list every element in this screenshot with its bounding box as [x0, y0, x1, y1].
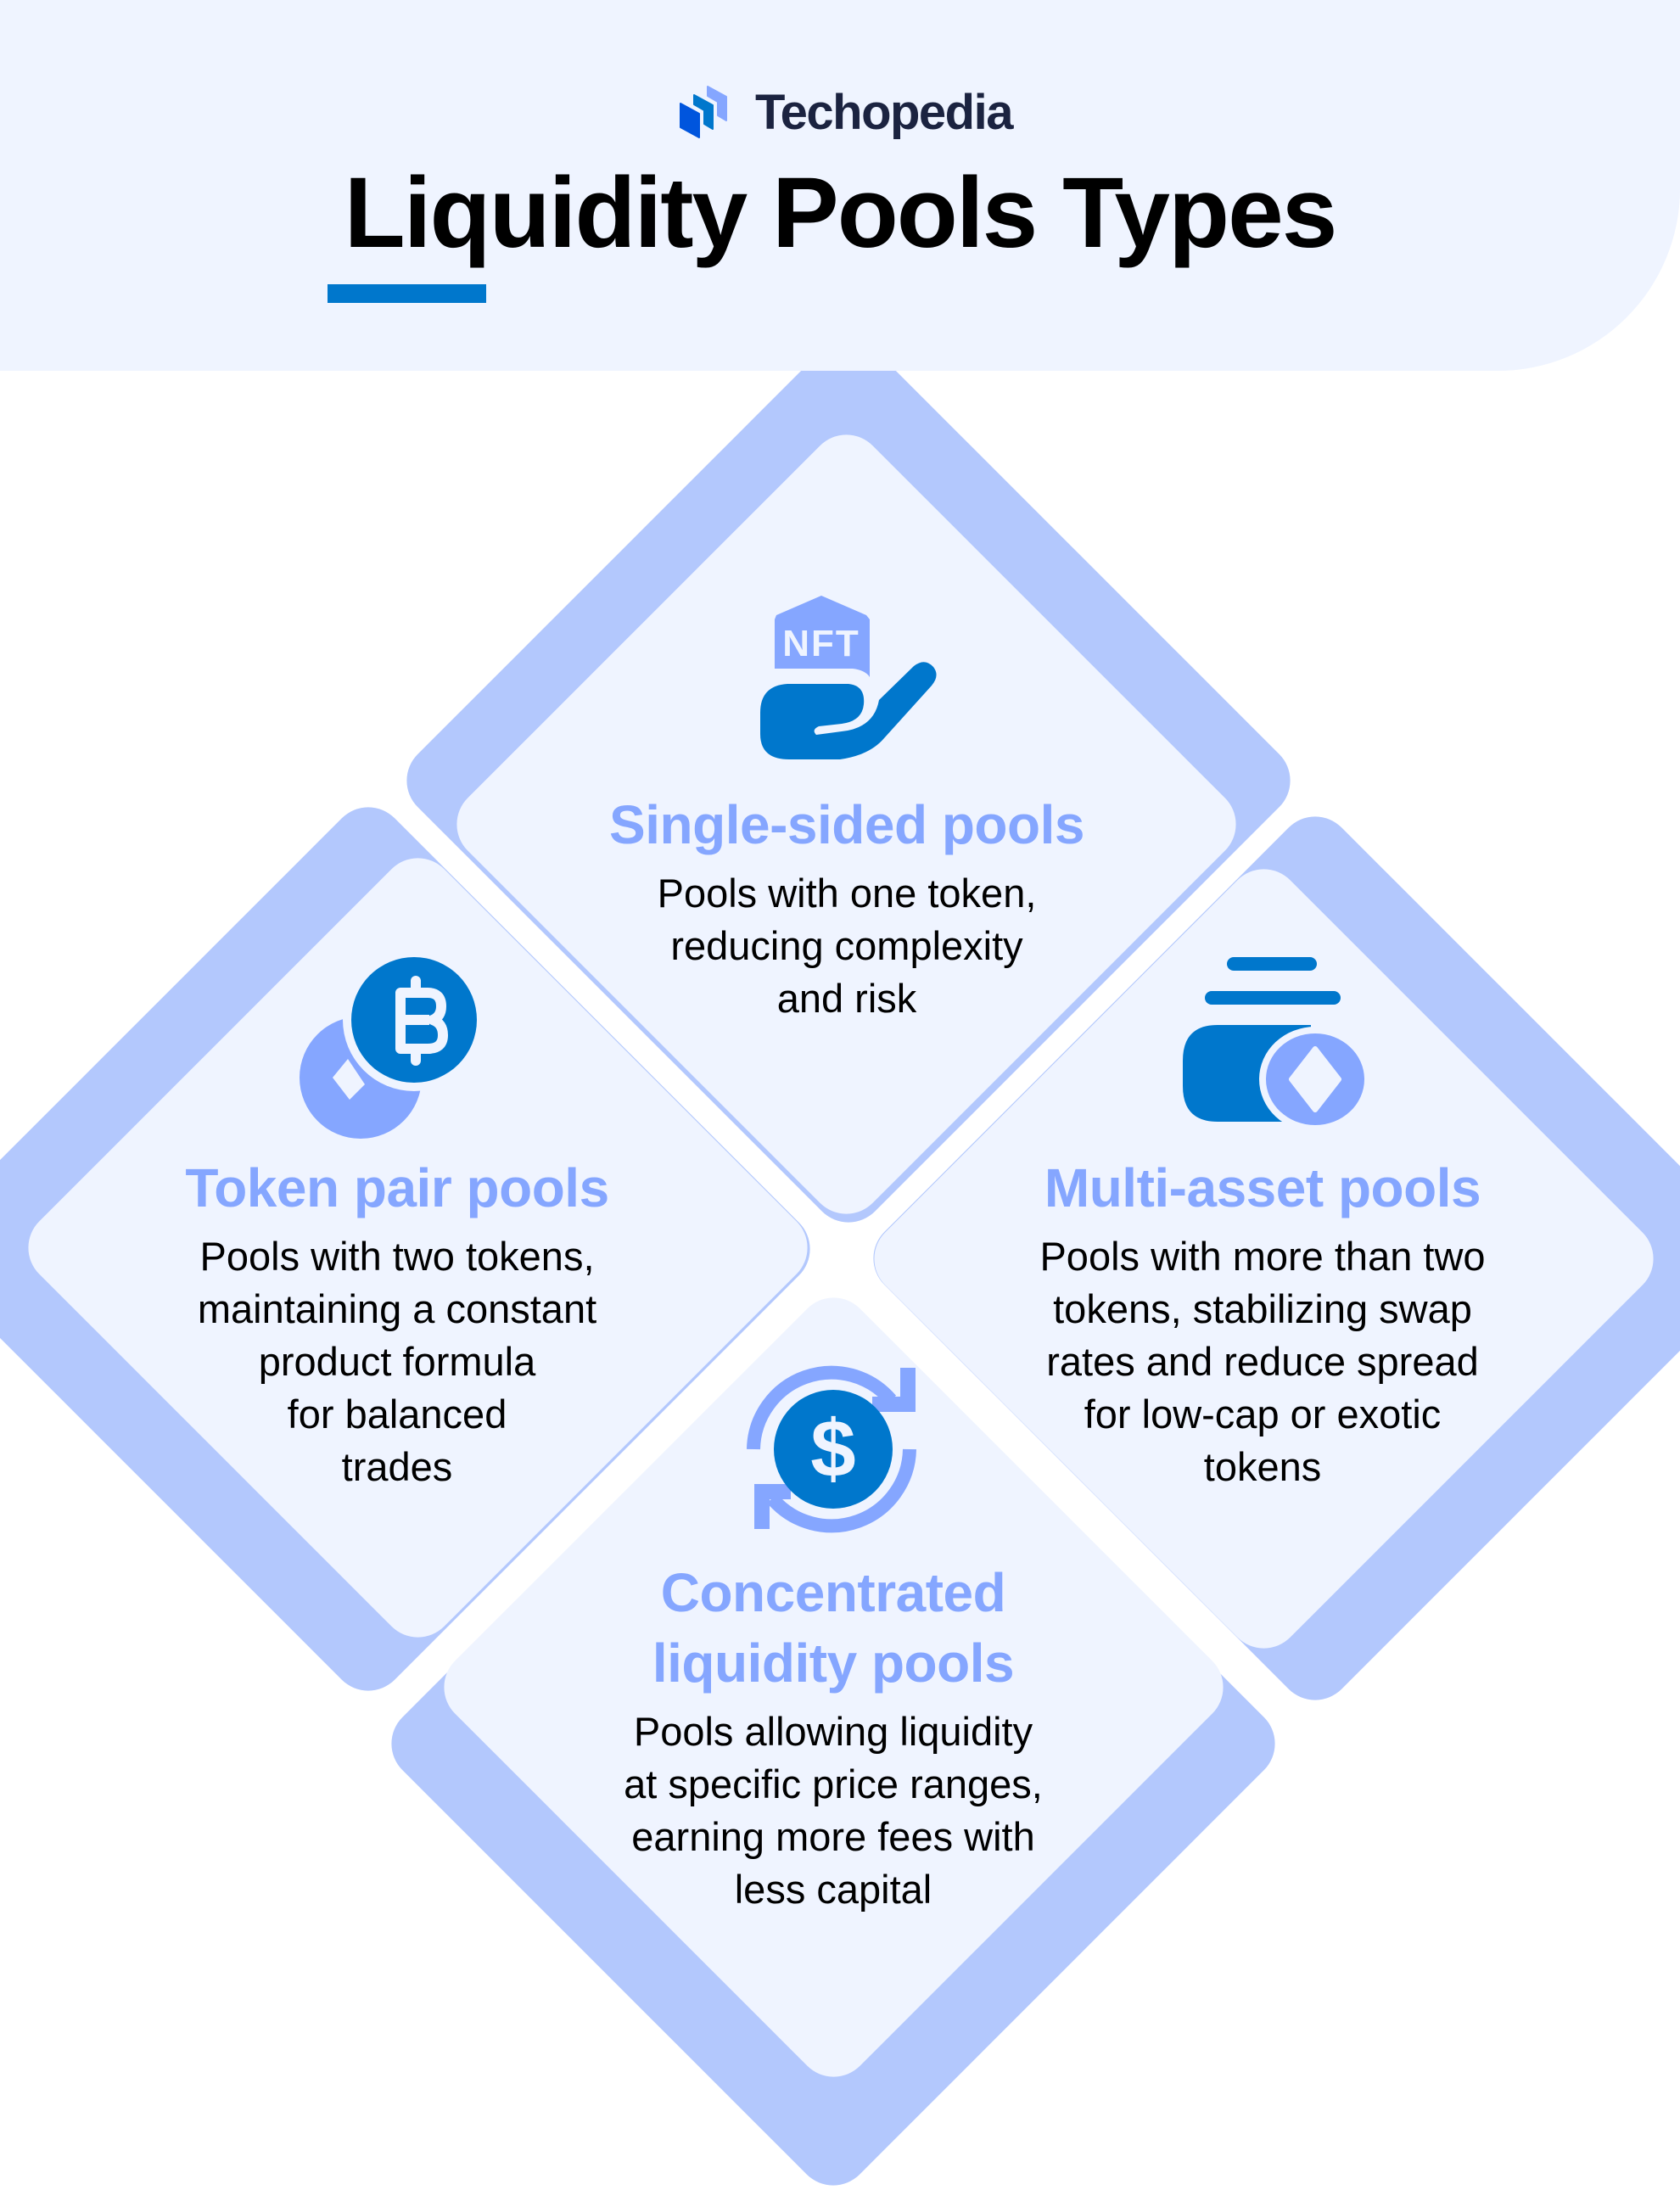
card-body-line: Pools with one token,	[657, 871, 1037, 916]
card-body-line: for low-cap or exotic	[1084, 1392, 1442, 1437]
card-body-line: tokens	[1203, 1444, 1322, 1489]
card-title: Multi-asset pools	[1044, 1157, 1481, 1218]
card-body-line: for balanced	[287, 1392, 507, 1437]
card-body-line: reducing complexity	[670, 923, 1023, 968]
card-body-line: rates and reduce spread	[1046, 1339, 1479, 1384]
card-body-line: tokens, stabilizing swap	[1053, 1286, 1472, 1331]
card-title: Token pair pools	[185, 1157, 609, 1218]
svg-text:NFT: NFT	[782, 623, 860, 664]
card-body-line: earning more fees with	[631, 1814, 1035, 1859]
techopedia-logo-icon	[680, 86, 727, 138]
title-underline-overlay	[328, 284, 486, 303]
page-title-overlay: Liquidity Pools Types	[344, 157, 1338, 269]
card-body-line: less capital	[734, 1867, 932, 1912]
dollar-exchange-icon: $	[747, 1365, 916, 1533]
brand-logo-overlay: Techopedia	[679, 83, 1013, 143]
card-title: liquidity pools	[652, 1633, 1015, 1694]
card-body-line: Pools with more than two	[1039, 1234, 1486, 1279]
card-body-line: and risk	[776, 976, 917, 1021]
card-body-line: Pools allowing liquidity	[633, 1709, 1033, 1754]
card-single-sided-text: Single-sided pools Pools with one token,…	[609, 790, 1084, 1025]
nft-hand-icon: NFT	[760, 596, 937, 759]
card-title: Single-sided pools	[609, 794, 1084, 855]
brand-name: Techopedia	[755, 85, 1013, 140]
card-body-line: Pools with two tokens,	[199, 1234, 595, 1279]
card-body-line: maintaining a constant	[197, 1286, 597, 1331]
svg-text:$: $	[810, 1403, 855, 1494]
multi-asset-coins-icon	[1183, 957, 1371, 1132]
card-token-pair-text: Token pair pools Pools with two tokens, …	[185, 1153, 609, 1493]
header-banner-overlay	[0, 0, 1680, 371]
card-body-line: trades	[341, 1444, 453, 1489]
card-title: Concentrated	[660, 1562, 1006, 1623]
card-body-line: at specific price ranges,	[624, 1761, 1043, 1806]
bitcoin-coins-icon	[300, 949, 485, 1139]
card-concentrated-text: Concentrated liquidity pools Pools allow…	[624, 1558, 1043, 1916]
card-multi-asset-text: Multi-asset pools Pools with more than t…	[1039, 1153, 1485, 1493]
card-body-line: product formula	[258, 1339, 536, 1384]
